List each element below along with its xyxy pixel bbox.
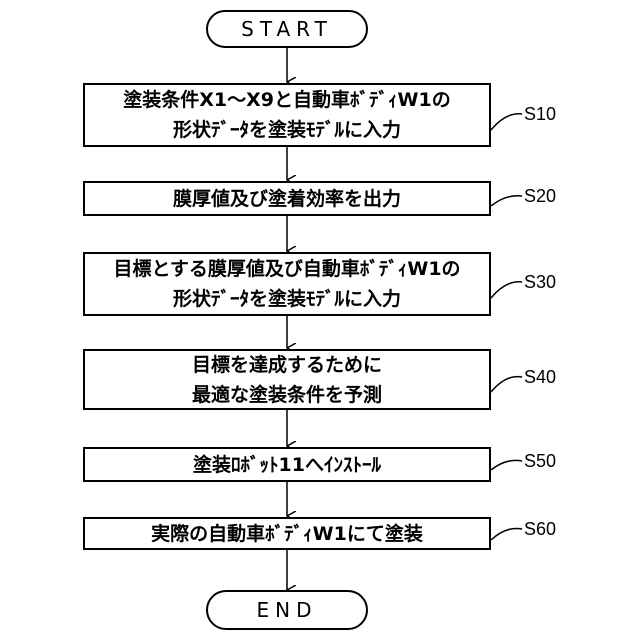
step-box-s60: 実際の自動車ﾎﾞﾃﾞｨW1にて塗装 (83, 517, 491, 550)
step-id-s40: S40 (524, 367, 556, 388)
leader-s20 (491, 196, 522, 206)
step-s50-line1: 塗装ﾛﾎﾞｯﾄ11へｲﾝｽﾄｰﾙ (193, 450, 381, 480)
step-s30-line2: 形状ﾃﾞｰﾀを塗装ﾓﾃﾞﾙに入力 (173, 284, 401, 314)
step-s40-line2: 最適な塗装条件を予測 (192, 380, 382, 410)
step-box-s40: 目標を達成するために 最適な塗装条件を予測 (83, 349, 491, 410)
start-terminal: START (206, 10, 368, 48)
step-id-s20: S20 (524, 186, 556, 207)
step-id-s60: S60 (524, 519, 556, 540)
step-s60-line1: 実際の自動車ﾎﾞﾃﾞｨW1にて塗装 (151, 519, 423, 549)
leader-s30 (491, 282, 522, 298)
step-id-s30: S30 (524, 272, 556, 293)
leader-s50 (491, 460, 522, 470)
step-s10-line2: 形状ﾃﾞｰﾀを塗装ﾓﾃﾞﾙに入力 (173, 115, 401, 145)
end-terminal: END (206, 590, 368, 630)
step-s40-line1: 目標を達成するために (192, 350, 382, 380)
step-s10-line1: 塗装条件X1～X9と自動車ﾎﾞﾃﾞｨW1の (123, 85, 450, 115)
start-label: START (241, 17, 333, 41)
end-label: END (257, 598, 318, 622)
step-box-s10: 塗装条件X1～X9と自動車ﾎﾞﾃﾞｨW1の 形状ﾃﾞｰﾀを塗装ﾓﾃﾞﾙに入力 (83, 83, 491, 147)
leader-s10 (491, 114, 522, 130)
step-id-s10: S10 (524, 104, 556, 125)
leader-s40 (491, 377, 522, 392)
step-s30-line1: 目標とする膜厚値及び自動車ﾎﾞﾃﾞｨW1の (113, 254, 460, 284)
step-box-s20: 膜厚値及び塗着効率を出力 (83, 181, 491, 216)
step-box-s50: 塗装ﾛﾎﾞｯﾄ11へｲﾝｽﾄｰﾙ (83, 447, 491, 482)
leader-s60 (491, 528, 522, 540)
step-box-s30: 目標とする膜厚値及び自動車ﾎﾞﾃﾞｨW1の 形状ﾃﾞｰﾀを塗装ﾓﾃﾞﾙに入力 (83, 252, 491, 316)
step-id-s50: S50 (524, 451, 556, 472)
step-s20-line1: 膜厚値及び塗着効率を出力 (173, 184, 401, 214)
